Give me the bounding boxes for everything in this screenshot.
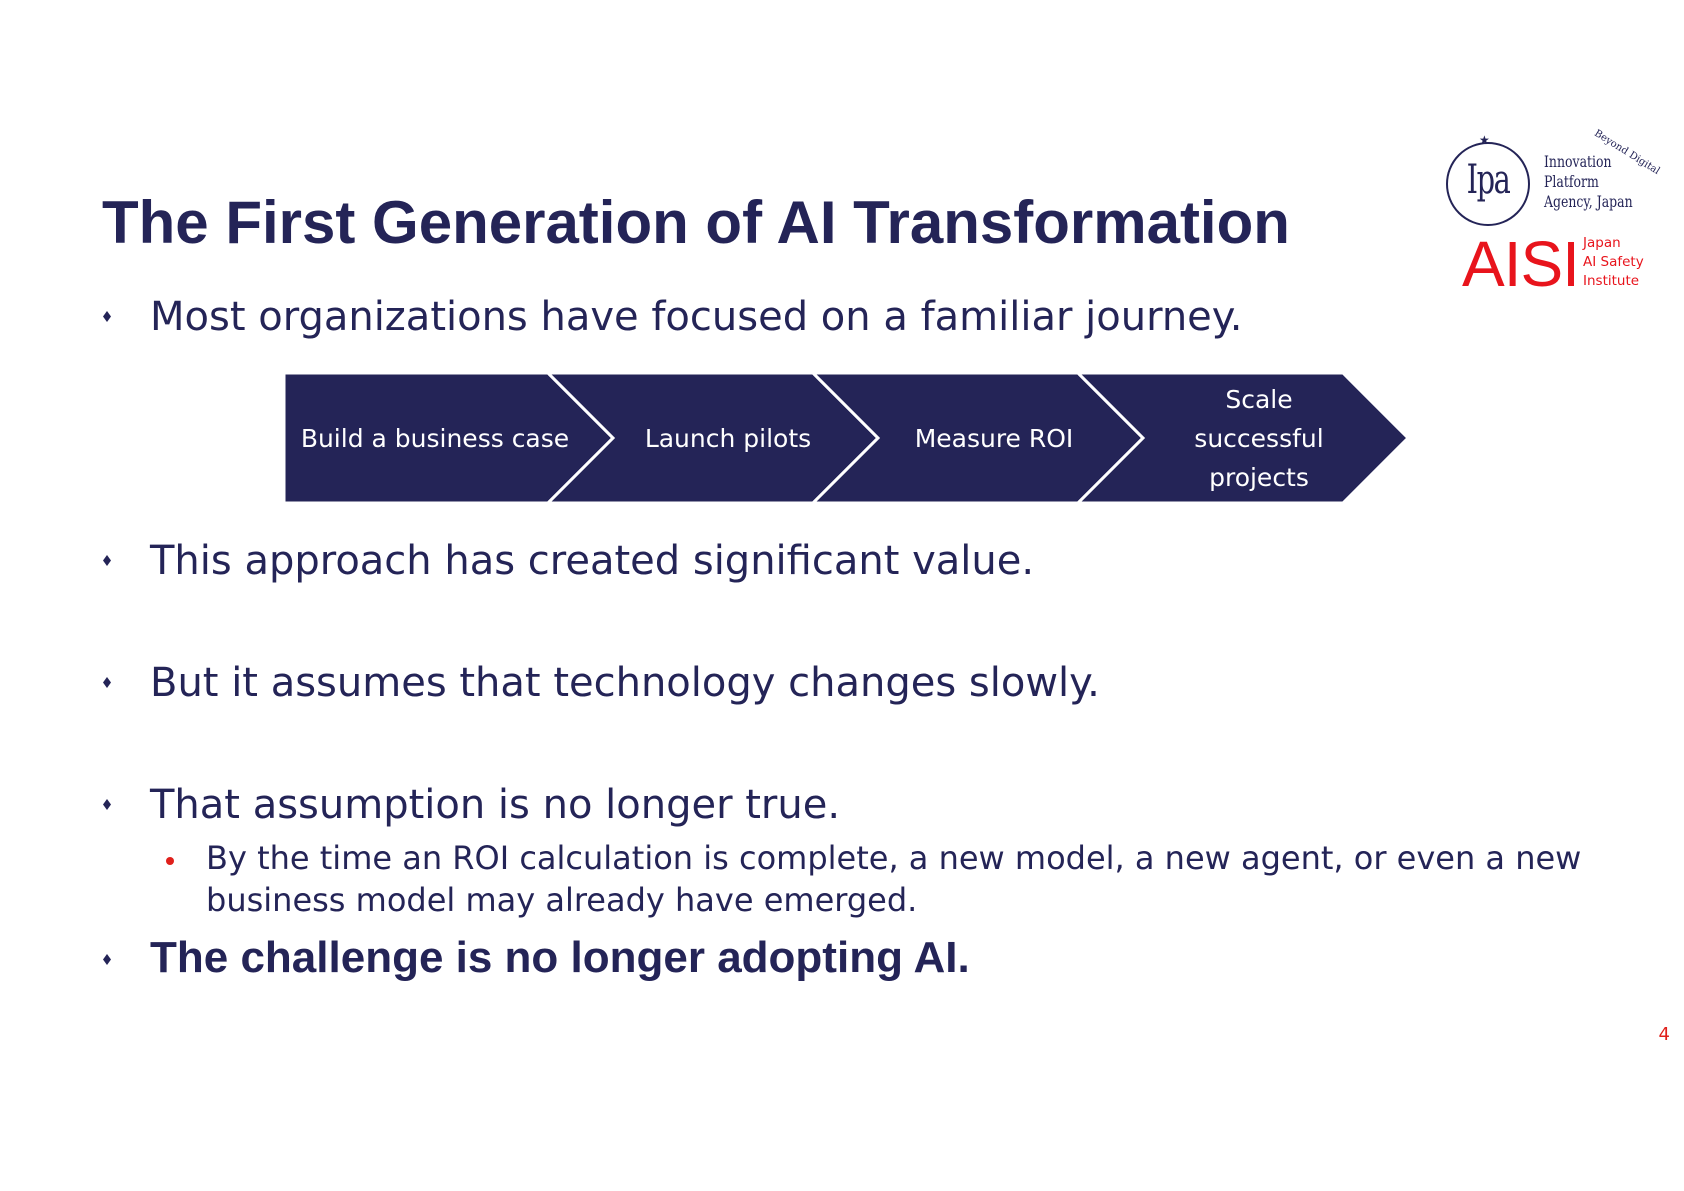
process-step-label: Launch pilots [644,423,812,453]
chevron-arrows [284,373,1408,503]
chevron-step-3 [810,373,1146,503]
slide-title: The First Generation of AI Transformatio… [102,189,1290,256]
aisi-name: Japan AI Safety Institute [1583,235,1644,289]
bullet-text: But it assumes that technology changes s… [150,660,1100,706]
process-step-label: Measure ROI [914,423,1074,453]
bullet-text: That assumption is no longer true. [150,782,841,828]
page-number: 4 [1658,1024,1670,1045]
ipa-name: Innovation Platform Agency, Japan [1544,152,1633,211]
diamond-bullet-icon [103,677,111,688]
chevron-step-2 [545,373,881,503]
process-step-label: Build a business case [300,423,570,453]
diamond-bullet-icon [103,311,111,322]
bullet-text: This approach has created significant va… [150,538,1035,584]
aisi-wordmark: AISI [1462,228,1580,300]
process-chevron-flow: Build a business case Launch pilots Meas… [284,373,1408,503]
process-step-label: Scale successful projects [1194,384,1324,492]
diamond-bullet-icon [103,954,111,965]
chevron-step-4 [1075,373,1408,503]
star-icon: ★ [1479,133,1490,147]
ipa-logo-mark: Ipa [1466,157,1511,203]
ipa-aisi-logo: Beyond Digital ★ Ipa Innovation Platform… [1440,120,1670,300]
diamond-bullet-icon [103,799,111,810]
diamond-bullet-icon [103,555,111,566]
bullet-text: Most organizations have focused on a fam… [150,294,1243,340]
ipa-emblem-circle [1446,142,1530,226]
bullet-text-emphasis: The challenge is no longer adopting AI. [150,933,970,982]
sub-bullet-text: By the time an ROI calculation is comple… [206,839,1582,919]
red-dot-bullet-icon [166,857,174,865]
